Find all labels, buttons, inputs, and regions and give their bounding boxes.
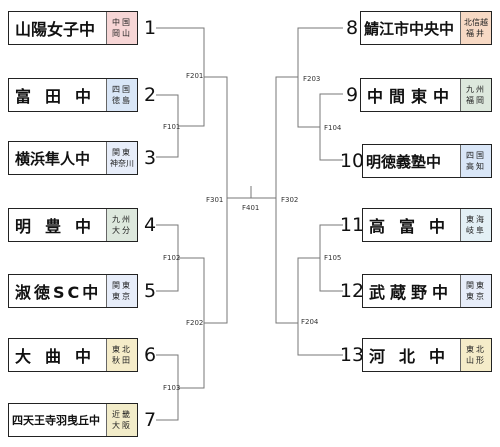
team-name: 横浜隼人中 — [15, 149, 91, 168]
match-f101: F101 — [163, 123, 181, 131]
region-pref: 秋田 — [112, 356, 132, 365]
team-6: 大曲中 東北 秋田 — [8, 338, 138, 372]
region-badge: 中国 岡山 — [106, 12, 137, 44]
region-badge: 関東 東京 — [460, 275, 491, 307]
team-13: 河北中 東北 山形 — [362, 338, 492, 372]
seed-9: 9 — [345, 84, 359, 106]
team-name-text: 中間東中 — [367, 87, 456, 106]
region-badge: 関東 神奈川 — [106, 142, 137, 174]
team-name: 武蔵野中 — [363, 275, 460, 307]
region-pref: 徳島 — [112, 96, 132, 105]
team-name-text: 大曲中 — [15, 347, 106, 366]
region-area: 東北 — [466, 345, 486, 354]
region-pref: 福井 — [466, 29, 486, 38]
match-f204: F204 — [301, 318, 319, 326]
match-f202: F202 — [186, 319, 204, 327]
team-name: 中間東中 — [361, 79, 460, 111]
region-badge: 東海 岐阜 — [460, 209, 491, 241]
seed-2: 2 — [143, 84, 157, 106]
region-area: 関東 — [112, 148, 132, 157]
seed-6: 6 — [143, 344, 157, 366]
match-f301: F301 — [206, 196, 224, 204]
team-name: 山陽女子中 — [15, 20, 96, 39]
region-area: 中国 — [112, 18, 132, 27]
seed-8: 8 — [345, 17, 359, 39]
seed-12: 12 — [339, 280, 365, 302]
team-name: 明徳義塾中 — [366, 152, 442, 171]
team-name: 四天王寺羽曳丘中 — [12, 414, 100, 427]
match-f201: F201 — [186, 72, 204, 80]
region-badge: 北信越 福井 — [460, 12, 491, 44]
region-badge: 東北 山形 — [460, 339, 491, 371]
team-name-text: 富田中 — [15, 87, 106, 106]
team-1: 山陽女子中 中国 岡山 — [8, 11, 138, 45]
region-area: 九州 — [112, 215, 132, 224]
region-pref: 大分 — [112, 226, 132, 235]
team-name-text: 武蔵野中 — [369, 283, 454, 302]
region-area: 九州 — [466, 85, 486, 94]
region-area: 東北 — [112, 345, 132, 354]
team-name: 鯖江市中央中 — [364, 19, 455, 38]
seed-11: 11 — [339, 214, 365, 236]
region-pref: 山形 — [466, 356, 486, 365]
match-f401: F401 — [242, 204, 260, 212]
team-name: 淑徳SC中 — [9, 275, 106, 307]
team-11: 高富中 東海 岐阜 — [362, 208, 492, 242]
team-8: 鯖江市中央中 北信越 福井 — [360, 11, 492, 45]
team-name: 河北中 — [363, 339, 460, 371]
region-pref: 東京 — [112, 292, 132, 301]
team-4: 明豊中 九州 大分 — [8, 208, 138, 242]
region-pref: 神奈川 — [110, 159, 134, 168]
seed-1: 1 — [143, 17, 157, 39]
seed-4: 4 — [143, 214, 157, 236]
match-f103: F103 — [163, 384, 181, 392]
match-f102: F102 — [163, 254, 181, 262]
team-name: 大曲中 — [9, 339, 106, 371]
region-area: 北信越 — [464, 18, 488, 27]
seed-10: 10 — [339, 150, 365, 172]
region-pref: 大阪 — [112, 421, 132, 430]
region-badge: 近畿 大阪 — [106, 404, 137, 436]
match-f105: F105 — [324, 254, 342, 262]
region-badge: 四国 徳島 — [106, 79, 137, 111]
region-pref: 岐阜 — [466, 226, 486, 235]
team-name-text: 明豊中 — [15, 217, 106, 236]
region-area: 四国 — [112, 85, 132, 94]
region-area: 東海 — [466, 215, 486, 224]
team-3: 横浜隼人中 関東 神奈川 — [8, 141, 138, 175]
region-badge: 関東 東京 — [106, 275, 137, 307]
seed-13: 13 — [339, 344, 365, 366]
seed-3: 3 — [143, 147, 157, 169]
region-badge: 東北 秋田 — [106, 339, 137, 371]
match-f203: F203 — [303, 75, 321, 83]
region-badge: 四国 高知 — [460, 145, 491, 177]
team-5: 淑徳SC中 関東 東京 — [8, 274, 138, 308]
region-pref: 東京 — [466, 292, 486, 301]
team-name-text: 淑徳SC中 — [15, 283, 102, 302]
team-name-text: 高富中 — [369, 217, 460, 236]
region-pref: 高知 — [466, 162, 486, 171]
team-7: 四天王寺羽曳丘中 近畿 大阪 — [8, 403, 138, 437]
match-f104: F104 — [324, 124, 342, 132]
region-badge: 九州 福岡 — [460, 79, 491, 111]
team-name: 高富中 — [363, 209, 460, 241]
region-pref: 岡山 — [112, 29, 132, 38]
team-name: 明豊中 — [9, 209, 106, 241]
team-10: 明徳義塾中 四国 高知 — [362, 144, 492, 178]
team-name-text: 河北中 — [369, 347, 460, 366]
region-pref: 福岡 — [466, 96, 486, 105]
region-area: 四国 — [466, 151, 486, 160]
region-area: 近畿 — [112, 410, 132, 419]
seed-7: 7 — [143, 409, 157, 431]
match-f302: F302 — [281, 196, 299, 204]
team-name: 富田中 — [9, 79, 106, 111]
team-2: 富田中 四国 徳島 — [8, 78, 138, 112]
region-area: 関東 — [466, 281, 486, 290]
region-badge: 九州 大分 — [106, 209, 137, 241]
seed-5: 5 — [143, 280, 157, 302]
region-area: 関東 — [112, 281, 132, 290]
team-9: 中間東中 九州 福岡 — [360, 78, 492, 112]
team-12: 武蔵野中 関東 東京 — [362, 274, 492, 308]
